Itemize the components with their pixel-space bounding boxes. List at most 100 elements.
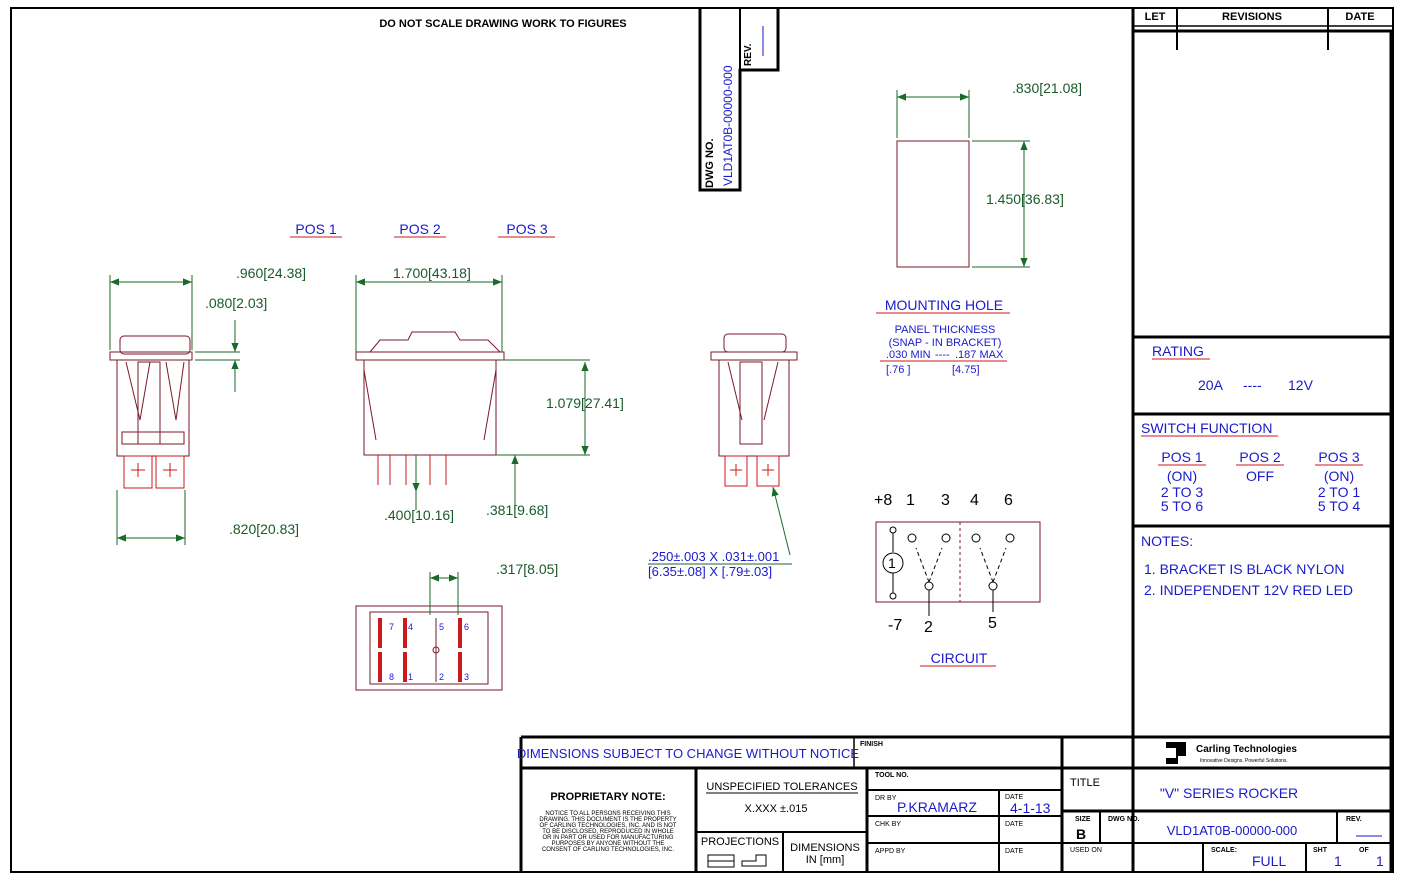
- proprietary-line: OR IN PART OR USED FOR MANUFACTURING: [542, 835, 673, 841]
- rating-amps: 20A: [1198, 377, 1224, 393]
- max-thickness: .187 MAX: [955, 349, 1004, 361]
- pin-label-5: 5: [439, 622, 444, 632]
- pin-label-7: 7: [389, 622, 394, 632]
- sf-pos: POS 3: [1318, 449, 1359, 465]
- vertical-dwg-label: DWG NO.: [704, 139, 716, 189]
- rating-volts: 12V: [1288, 377, 1314, 393]
- dim-hole-830: .830[21.08]: [1012, 80, 1082, 96]
- date-value: 4-1-13: [1010, 800, 1051, 816]
- circuit-diagram: +8 1 3 4 6 1 -7 2 5 CIRCUIT: [874, 492, 1041, 667]
- pin-label-2: 2: [439, 672, 444, 682]
- title-block: DIMENSIONS SUBJECT TO CHANGE WITHOUT NOT…: [517, 735, 1393, 872]
- dim-terminal-line-1: .250±.003 X .031±.001: [648, 549, 779, 564]
- switch-function-panel: SWITCH FUNCTION POS 1 (ON) 2 TO 3 5 TO 6…: [1133, 420, 1393, 528]
- proprietary-line: OF CARLING TECHNOLOGIES, INC. AND IS NOT: [540, 823, 677, 829]
- circuit-minus7: -7: [888, 617, 902, 634]
- dim-flange-080: .080[2.03]: [205, 295, 267, 311]
- circuit-t1: 1: [906, 492, 915, 509]
- circuit-plus8: +8: [874, 492, 892, 509]
- scale-notice: DO NOT SCALE DRAWING WORK TO FIGURES: [379, 18, 626, 30]
- dimension-texts: .960[24.38] .080[2.03] .820[20.83] 1.700…: [205, 80, 1082, 579]
- switch-function-col-3: POS 3 (ON) 2 TO 1 5 TO 4: [1315, 449, 1363, 514]
- switch-function-col-1: POS 1 (ON) 2 TO 3 5 TO 6: [1158, 449, 1206, 514]
- date-label: DATE: [1005, 794, 1023, 801]
- sht-value: 1: [1334, 853, 1342, 869]
- pin-label-1: 1: [408, 672, 413, 682]
- dim-width-960: .960[24.38]: [236, 265, 306, 281]
- revision-block: LET REVISIONS DATE: [1131, 8, 1393, 872]
- date-header: DATE: [1345, 11, 1374, 23]
- proprietary-title: PROPRIETARY NOTE:: [550, 791, 665, 803]
- dim-pin-400: .400[10.16]: [384, 507, 454, 523]
- sf-connection-1: 2 TO 1: [1318, 484, 1361, 500]
- size-value: B: [1076, 826, 1086, 842]
- sf-mode: (ON): [1167, 468, 1197, 484]
- projection-symbol: [707, 854, 767, 868]
- let-header: LET: [1145, 11, 1166, 23]
- pin-label-4: 4: [408, 622, 413, 632]
- circuit-t5: 5: [988, 615, 997, 632]
- panel-thickness-label: PANEL THICKNESS: [895, 324, 996, 336]
- proprietary-line: CONSENT OF CARLING TECHNOLOGIES, INC.: [542, 847, 674, 853]
- finish-label: FINISH: [860, 741, 883, 748]
- projections-label: PROJECTIONS: [701, 836, 779, 848]
- circuit-lamp: 1: [888, 555, 896, 571]
- dr-by-label: DR BY: [875, 795, 897, 802]
- dimensions-notice: DIMENSIONS SUBJECT TO CHANGE WITHOUT NOT…: [517, 746, 859, 761]
- proprietary-line: NOTICE TO ALL PERSONS RECEIVING THIS: [545, 811, 670, 817]
- sht-label: SHT: [1313, 847, 1328, 854]
- end-view-left: [109, 335, 193, 489]
- used-on-label: USED ON: [1070, 847, 1102, 854]
- note-2: 2. INDEPENDENT 12V RED LED: [1144, 582, 1353, 598]
- notes-panel: NOTES: 1. BRACKET IS BLACK NYLON 2. INDE…: [1141, 533, 1353, 598]
- title-value: "V" SERIES ROCKER: [1160, 785, 1298, 801]
- dwg-no-label: DWG NO.: [1108, 816, 1140, 823]
- dim-spacing-317: .317[8.05]: [496, 561, 558, 577]
- note-1: 1. BRACKET IS BLACK NYLON: [1144, 561, 1344, 577]
- max-thickness-mm: [4.75]: [952, 364, 980, 376]
- pin-label-3: 3: [464, 672, 469, 682]
- tool-no-label: TOOL NO.: [875, 772, 909, 779]
- bottom-view: 7 4 5 6 8 1 2 3: [355, 605, 503, 691]
- sf-mode: (ON): [1324, 468, 1354, 484]
- thickness-dashes: ----: [935, 349, 950, 361]
- sf-connection-1: 2 TO 3: [1161, 484, 1204, 500]
- dim-height-1079: 1.079[27.41]: [546, 395, 624, 411]
- circuit-t4: 4: [970, 492, 979, 509]
- company-name: Carling Technologies: [1196, 744, 1297, 755]
- circuit-t2: 2: [924, 619, 933, 636]
- dwg-no-value: VLD1AT0B-00000-000: [1167, 823, 1298, 838]
- end-view-right: [710, 333, 798, 487]
- company-logo: Carling Technologies Innovative Designs.…: [1166, 742, 1297, 764]
- position-labels: POS 1 POS 2 POS 3: [290, 221, 555, 238]
- dimension-lines: [109, 90, 1030, 615]
- vertical-dwg-value: VLD1AT0B-00000-000: [721, 65, 735, 186]
- sf-mode: OFF: [1246, 468, 1274, 484]
- mounting-hole-notes: MOUNTING HOLE PANEL THICKNESS (SNAP - IN…: [876, 297, 1010, 376]
- proprietary-line: DRAWING. THIS DOCUMENT IS THE PROPERTY: [539, 817, 676, 823]
- scale-label: SCALE:: [1211, 847, 1237, 854]
- pin-label-8: 8: [389, 672, 394, 682]
- notes-title: NOTES:: [1141, 533, 1193, 549]
- proprietary-line: TO BE DISCLOSED, REPRODUCED IN WHOLE: [542, 829, 674, 835]
- tolerances-label: UNSPECIFIED TOLERANCES: [706, 781, 857, 793]
- bracket-note: (SNAP - IN BRACKET): [889, 337, 1002, 349]
- sf-pos: POS 1: [1161, 449, 1202, 465]
- dimensions-unit: IN [mm]: [806, 854, 845, 866]
- dim-terminal-line-2: [6.35±.08] X [.79±.03]: [648, 564, 772, 579]
- sf-connection-2: 5 TO 4: [1318, 498, 1361, 514]
- pin-label-6: 6: [464, 622, 469, 632]
- sf-connection-2: 5 TO 6: [1161, 498, 1204, 514]
- sf-pos: POS 2: [1239, 449, 1280, 465]
- appd-date-label: DATE: [1005, 848, 1023, 855]
- circuit-title: CIRCUIT: [931, 650, 988, 666]
- dim-hole-1450: 1.450[36.83]: [986, 191, 1064, 207]
- size-label: SIZE: [1075, 816, 1091, 823]
- rating-panel: RATING 20A ---- 12V: [1133, 335, 1393, 416]
- appd-by-label: APPD BY: [875, 848, 906, 855]
- proprietary-line: PURPOSES BY ANYONE WITHOUT THE: [552, 841, 665, 847]
- switch-function-title: SWITCH FUNCTION: [1141, 420, 1272, 436]
- dr-by-value: P.KRAMARZ: [897, 799, 977, 815]
- min-thickness-mm: [.76 ]: [886, 364, 910, 376]
